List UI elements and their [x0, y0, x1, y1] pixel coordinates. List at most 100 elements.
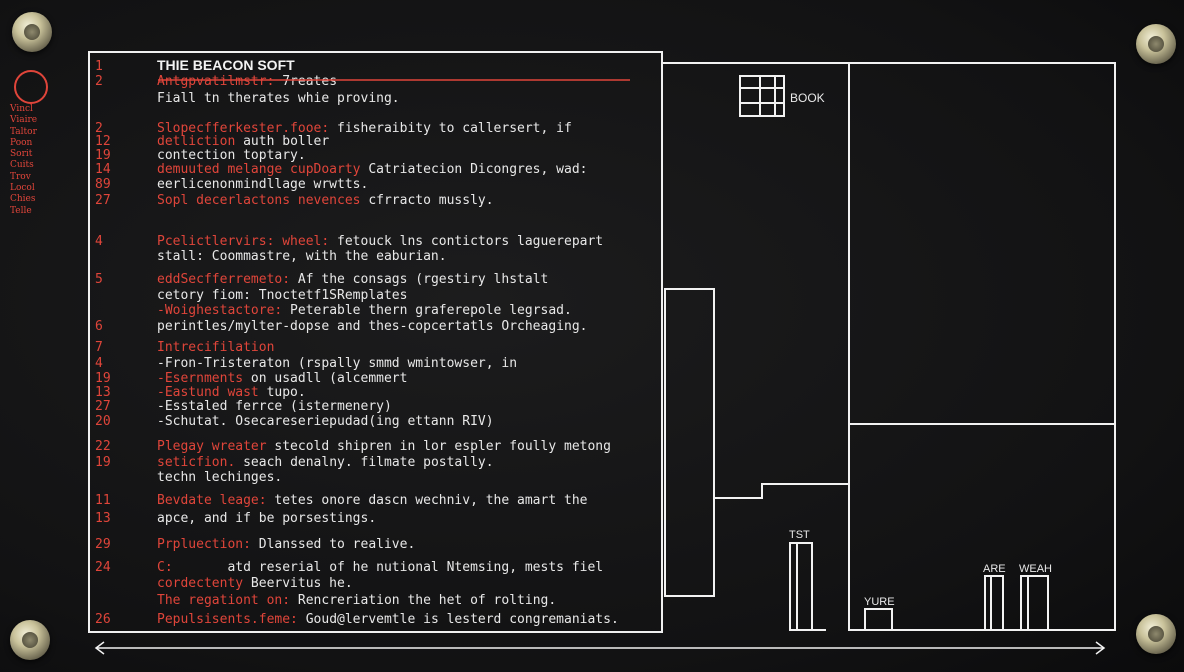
weah-label: WEAH — [1019, 563, 1052, 575]
row-white-text: stall: Coommastre, with the eaburian. — [157, 249, 447, 264]
row-red-text: Prpluection: — [157, 537, 251, 552]
row-white-text: Af the consags (rgestiry lhstalt — [290, 272, 549, 287]
row-number: 24 — [95, 560, 111, 575]
row-white-text: auth boller — [235, 134, 330, 149]
row-text: Intrecifilation — [157, 340, 274, 355]
red-circle-marker-icon — [14, 70, 48, 104]
row-white-text: tetes onore dascn wechniv, the amart the — [266, 493, 588, 508]
row-text: cetory fiom: Tnoctetf1SRemplates — [157, 288, 407, 303]
row-number: 7 — [95, 340, 103, 355]
row-number: 12 — [95, 134, 111, 149]
book-label: BOOK — [790, 91, 825, 105]
side-label: Vincl — [10, 104, 33, 114]
row-number: 14 — [95, 162, 111, 177]
row-white-text: apce, and if be porsestings. — [157, 511, 377, 526]
side-label: Telle — [10, 205, 32, 216]
row-number: 2 — [95, 121, 103, 136]
side-label: Sorit — [10, 149, 33, 160]
are-post — [984, 575, 1004, 631]
screw-top-right-icon — [1136, 24, 1176, 64]
row-text: Prpluection: Dlanssed to realive. — [157, 537, 415, 552]
row-text: The regationt on: Rencreriation the het … — [157, 593, 556, 608]
text-frame — [88, 51, 663, 633]
row-white-text: contection toptary. — [157, 148, 306, 163]
row-text: -Eastund wast tupo. — [157, 385, 306, 400]
screw-bottom-left-icon — [10, 620, 50, 660]
row-red-text: Sopl decerlactons nevences — [157, 193, 361, 208]
row-number: 26 — [95, 612, 111, 627]
row-red-text: The regationt on: — [157, 593, 291, 608]
row-red-text: C: — [157, 560, 173, 575]
arrow-left-icon — [94, 641, 105, 655]
row-number: 4 — [95, 356, 103, 371]
row-red-text: -Eastund wast — [157, 385, 259, 400]
row-white-text: tupo. — [258, 385, 306, 400]
row-white-text: eerlicenonmindllage wrwtts. — [157, 177, 369, 192]
row-number: 11 — [95, 493, 111, 508]
row-text: detliction auth boller — [157, 134, 329, 149]
tall-column — [664, 288, 715, 597]
row-white-text: Peterable thern graferepole legrsad. — [282, 303, 572, 318]
row-number: 4 — [95, 234, 103, 249]
row-text: perintles/mylter-dopse and thes-copcerta… — [157, 319, 587, 334]
row-text: -Schutat. Osecareseriepudad(ing ettann R… — [157, 414, 494, 429]
row-number: 89 — [95, 177, 111, 192]
row-white-text: Dlanssed to realive. — [250, 537, 416, 552]
subtitle-red: Antgpvatilmstr: — [157, 74, 275, 89]
row-white-text: perintles/mylter-dopse and thes-copcerta… — [157, 319, 588, 334]
row-text: apce, and if be porsestings. — [157, 511, 376, 526]
row-text: eddSecfferremeto: Af the consags (rgesti… — [157, 272, 548, 287]
row-white-text: cetory fiom: Tnoctetf1SRemplates — [157, 288, 408, 303]
row-text: stall: Coommastre, with the eaburian. — [157, 249, 447, 264]
side-label: Poon — [10, 137, 33, 148]
stair-wall — [665, 288, 849, 499]
side-label: Viaire — [10, 115, 38, 126]
row-red-text: demuuted melange cupDoarty — [157, 162, 361, 177]
screw-bottom-right-icon — [1136, 614, 1176, 654]
subtitle-white: 7reates — [274, 74, 338, 89]
row-text: Pcelictlervirs: wheel: fetouck lns conti… — [157, 234, 603, 249]
screw-top-left-icon — [12, 12, 52, 52]
row-number: 22 — [95, 439, 111, 454]
row-text: -Fron-Tristeraton (rspally smmd wmintows… — [157, 356, 517, 371]
row-white-text: cfrracto mussly. — [360, 193, 494, 208]
arrow-right-icon — [1095, 641, 1106, 655]
row-text: seticfion. seach denalny. filmate postal… — [157, 455, 494, 470]
side-label: Chies — [10, 194, 36, 205]
row-text: -Esstaled ferrce (istermenery) — [157, 399, 392, 414]
row-text: eerlicenonmindllage wrwtts. — [157, 177, 368, 192]
row-text: Plegay wreater stecold shipren in lor es… — [157, 439, 611, 454]
page-title: THIE BEACON SOFT — [157, 57, 295, 73]
row-text: techn lechinges. — [157, 470, 282, 485]
row-red-text: Slopecfferkester.fooe: — [157, 121, 330, 136]
row-text: Bevdate leage: tetes onore dascn wechniv… — [157, 493, 587, 508]
row-text: Pepulsisents.feme: Goud@lervemtle is les… — [157, 612, 619, 627]
row-white-text: Rencreriation the het of rolting. — [290, 593, 557, 608]
row-white-text: Beervitus he. — [243, 576, 353, 591]
row-white-text: techn lechinges. — [157, 470, 283, 485]
row-text: -Woighestactore: Peterable thern grafere… — [157, 303, 572, 318]
side-label: Trov — [10, 171, 31, 182]
row-white-text: -Schutat. Osecareseriepudad(ing ettann R… — [157, 414, 494, 429]
row-red-text: Intrecifilation — [157, 340, 275, 355]
row-text: demuuted melange cupDoarty Catriatecion … — [157, 162, 587, 177]
row-white-text: fisheraibity to callersert, if — [329, 121, 572, 136]
row-text: contection toptary. — [157, 148, 306, 163]
row-white-text: Goud@lervemtle is lesterd congremaniats. — [297, 612, 619, 627]
tst-post — [789, 542, 813, 631]
row-white-text: on usadll (alcemmert — [243, 371, 408, 386]
row-white-text: stecold shipren in lor espler foully met… — [266, 439, 611, 454]
row-text: -Esernments on usadll (alcemmert — [157, 371, 407, 386]
row-number: 1 — [95, 59, 103, 74]
row-number: 27 — [95, 193, 111, 208]
row-number: 19 — [95, 455, 111, 470]
row-text: Sopl decerlactons nevences cfrracto muss… — [157, 193, 494, 208]
row-red-text: Plegay wreater — [157, 439, 267, 454]
row-red-text: Pcelictlervirs: wheel: — [157, 234, 330, 249]
row-red-text: detliction — [157, 134, 236, 149]
row-number: 2 — [95, 74, 103, 89]
are-label: ARE — [983, 563, 1006, 575]
row-red-text: seticfion. — [157, 455, 236, 470]
